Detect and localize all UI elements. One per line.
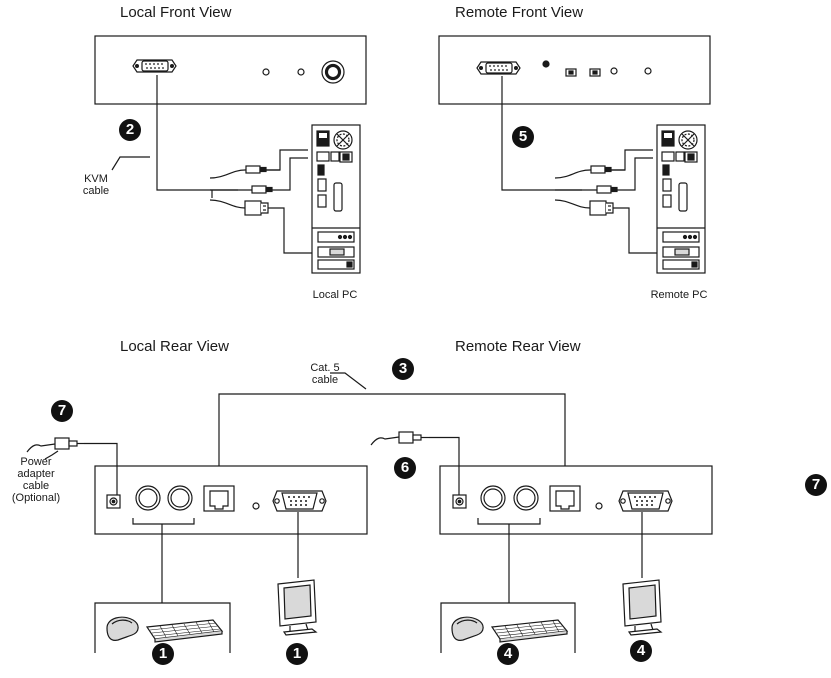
remote-kvm-cable [501, 76, 663, 254]
mouse-icon [106, 616, 139, 641]
ps2-port-icon [167, 485, 193, 511]
local-rear-unit [94, 465, 368, 535]
power-jack-icon [106, 494, 121, 509]
power-adapter-label: Power adapter cable (Optional) [6, 456, 66, 504]
keyboard-icon [145, 619, 224, 643]
remote-pc-tower [656, 124, 706, 274]
cat5-cable-label: Cat. 5 cable [303, 362, 347, 386]
mouse-icon [451, 616, 484, 641]
ps2-port-icon [513, 485, 539, 511]
local-front-vga-port [132, 59, 177, 73]
kvm-cable-label-line2: cable [82, 185, 110, 197]
local-peripheral-cables [132, 512, 299, 603]
power-adapter-label-line1: Power [20, 456, 52, 468]
cat5-cable-label-line1: Cat. 5 [310, 362, 340, 374]
remote-front-unit [438, 35, 711, 105]
local-kb-mouse-box [94, 602, 231, 653]
ps2-plug-icon [251, 185, 273, 194]
monitor-icon [622, 579, 663, 636]
step-badge-kvm-remote: 5 [512, 126, 534, 148]
step-badge-kvm-local: 2 [119, 119, 141, 141]
step-badge-remote-monitor: 4 [630, 640, 652, 662]
rj45-port-icon [549, 485, 581, 512]
remote-kb-mouse-box [440, 602, 576, 653]
local-kvm-cable [111, 75, 318, 254]
kvm-cable-label: KVM cable [74, 173, 118, 197]
led-icon [252, 502, 260, 510]
step-badge-remote-kb-mouse: 4 [497, 643, 519, 665]
ps2-plug-icon [590, 165, 612, 174]
power-button-icon [321, 60, 345, 84]
ps2-plug-icon [596, 185, 618, 194]
local-front-unit [94, 35, 367, 105]
led-icon [297, 68, 305, 76]
power-adapter-label-line2: adapter [17, 468, 55, 480]
led-icon [595, 502, 603, 510]
remote-pc-label: Remote PC [650, 289, 708, 301]
local-pc-tower [311, 124, 361, 274]
remote-peripheral-cables [477, 512, 643, 603]
local-rear-vga-port [272, 490, 327, 512]
kvm-cable-label-line1: KVM [84, 173, 108, 185]
vga-plug-icon [589, 200, 614, 216]
power-adapter-label-line4: (Optional) [11, 492, 61, 504]
rj45-port-icon [203, 485, 235, 512]
monitor-icon [277, 579, 318, 636]
vga-plug-icon [244, 200, 269, 216]
remote-front-vga-port [476, 61, 521, 75]
local-power-cable [26, 437, 118, 495]
keyboard-icon [490, 619, 569, 643]
remote-rear-unit [439, 465, 713, 535]
step-badge-local-monitor: 1 [286, 643, 308, 665]
step-badge-power-remote: 6 [394, 457, 416, 479]
ps2-port-icon [135, 485, 161, 511]
local-pc-label: Local PC [312, 289, 358, 301]
ps2-port-icon [480, 485, 506, 511]
reset-icon [542, 60, 550, 68]
led-icon [610, 67, 618, 75]
step-badge-power-local: 7 [51, 400, 73, 422]
remote-rear-view-title: Remote Rear View [455, 338, 581, 355]
local-rear-view-title: Local Rear View [120, 338, 229, 355]
remote-front-view-title: Remote Front View [455, 4, 584, 21]
step-badge-local-kb-mouse: 1 [152, 643, 174, 665]
step-badge-cat5: 3 [392, 358, 414, 380]
power-adapter-label-line3: cable [22, 480, 50, 492]
switch-icon [589, 68, 601, 77]
led-icon [262, 68, 270, 76]
ps2-plug-icon [245, 165, 267, 174]
remote-power-cable [370, 431, 460, 495]
power-jack-icon [452, 494, 467, 509]
step-badge-power-far-right: 7 [805, 474, 827, 496]
switch-icon [565, 68, 577, 77]
cat5-cable-label-line2: cable [311, 374, 339, 386]
local-front-view-title: Local Front View [120, 4, 232, 21]
cat5-cable [218, 372, 566, 486]
led-icon [644, 67, 652, 75]
remote-rear-vga-port [618, 490, 673, 512]
